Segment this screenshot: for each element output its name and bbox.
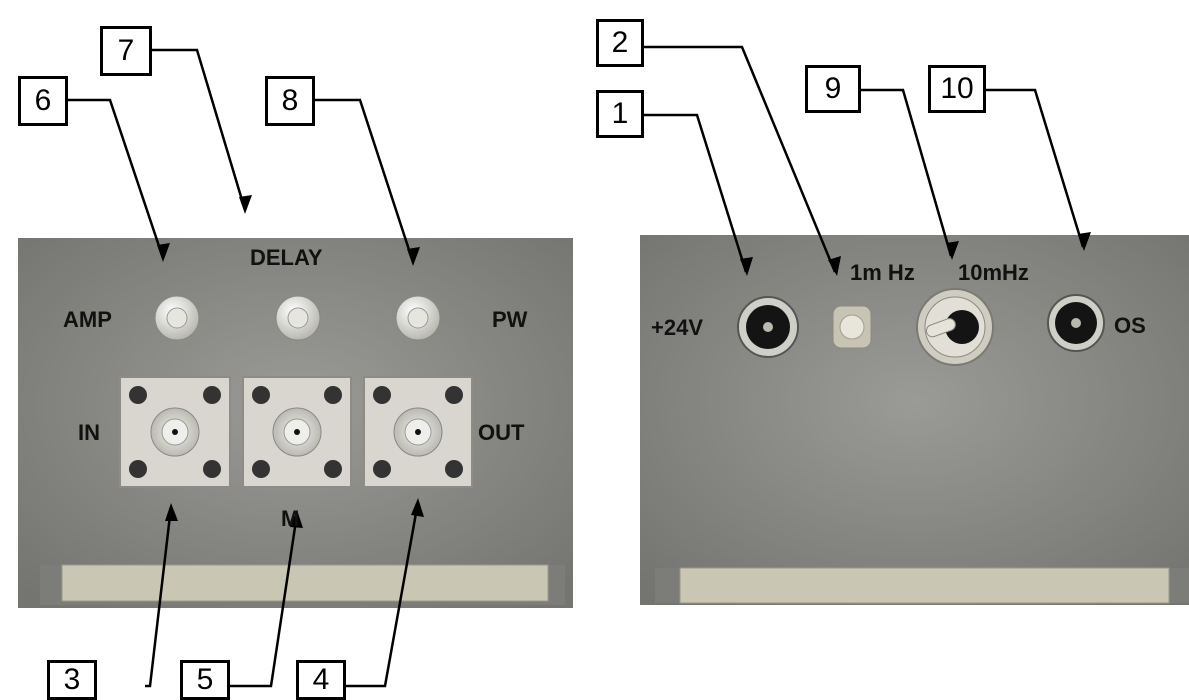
arrow-3: [165, 503, 178, 521]
callout-3: 3: [47, 660, 97, 700]
frequency-toggle-switch: [916, 288, 994, 366]
os-jack: [1047, 294, 1105, 352]
leader-9: [859, 88, 953, 257]
arrow-4: [411, 498, 424, 517]
delay-trim-pot: [275, 295, 321, 341]
left-panel: [18, 238, 573, 608]
power-jack-24v: [737, 296, 799, 358]
callout-7: 7: [100, 26, 152, 76]
leader-10: [983, 88, 1085, 248]
pw-label: PW: [492, 307, 528, 332]
leader-lines: [68, 45, 1085, 688]
leader-8: [313, 98, 415, 263]
m-label: M: [281, 506, 300, 531]
callout-6: 6: [18, 76, 68, 126]
arrow-9: [946, 241, 959, 260]
right-panel: [640, 235, 1189, 605]
arrowheads: [157, 195, 1091, 528]
leader-5: [228, 513, 299, 688]
arrow-10: [1078, 232, 1091, 251]
in-connector: [119, 376, 231, 488]
m-connector: [242, 376, 352, 488]
leader-4: [343, 501, 420, 688]
right-panel-body: [640, 235, 1189, 605]
leader-3: [145, 506, 173, 688]
pw-trim-pot: [395, 295, 441, 341]
leader-7: [150, 48, 247, 211]
callout-1: 1: [596, 90, 644, 138]
arrow-5: [290, 510, 303, 528]
arrow-2: [828, 256, 841, 276]
plus-24v-label: +24V: [651, 315, 703, 340]
arrow-8: [407, 247, 420, 266]
in-label: IN: [78, 420, 100, 445]
arrow-7: [239, 195, 252, 214]
led-indicator: [832, 305, 872, 349]
arrow-6: [157, 243, 170, 262]
1mhz-label: 1m Hz: [850, 260, 915, 285]
callout-4: 4: [296, 660, 346, 700]
amp-trim-pot: [154, 295, 200, 341]
os-label: OS: [1114, 313, 1146, 338]
10mhz-label: 10mHz: [958, 260, 1029, 285]
callout-8: 8: [265, 76, 315, 126]
leader-6: [68, 98, 165, 259]
callout-5: 5: [180, 660, 230, 700]
left-panel-foot: [61, 564, 549, 602]
leader-1: [641, 113, 748, 273]
amp-label: AMP: [63, 307, 112, 332]
delay-label: DELAY: [250, 245, 323, 270]
callout-2: 2: [596, 19, 644, 67]
leader-2: [641, 45, 837, 273]
callout-9: 9: [805, 65, 861, 113]
arrow-1: [740, 257, 753, 276]
callout-10: 10: [928, 65, 986, 113]
right-panel-foot: [679, 567, 1170, 604]
out-connector: [363, 376, 473, 488]
out-label: OUT: [478, 420, 525, 445]
